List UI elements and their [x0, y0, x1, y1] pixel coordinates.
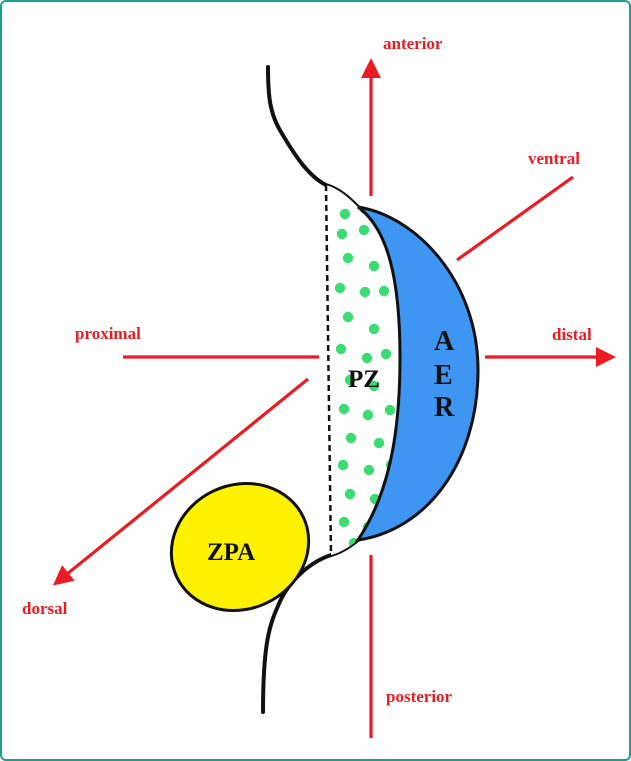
pz-dot: [339, 404, 349, 414]
ventral-label: ventral: [528, 149, 580, 168]
pz-label: PZ: [348, 366, 380, 393]
pz-dot: [362, 353, 372, 363]
pz-dot: [346, 433, 356, 443]
aer-letter-e: E: [434, 360, 453, 391]
pz-dot: [385, 405, 395, 415]
pz-dot: [364, 465, 374, 475]
pz-dot: [345, 489, 355, 499]
pz-dot: [343, 312, 353, 322]
aer-letter-a: A: [434, 326, 455, 357]
anterior-label: anterior: [383, 34, 443, 53]
pz-dot: [338, 460, 348, 470]
pz-dot: [336, 344, 346, 354]
posterior-label: posterior: [386, 687, 453, 706]
pz-dot: [359, 225, 369, 235]
zpa-label: ZPA: [207, 539, 255, 566]
pz-dot: [339, 517, 349, 527]
pz-dot: [363, 410, 373, 420]
proximal-label: proximal: [75, 324, 141, 343]
aer-letter-r: R: [434, 392, 455, 423]
distal-label: distal: [552, 325, 592, 344]
dorsal-label: dorsal: [22, 599, 68, 618]
pz-dot: [343, 253, 353, 263]
pz-dot: [335, 283, 345, 293]
pz-dot: [360, 287, 370, 297]
pz-dot: [369, 324, 379, 334]
pz-dot: [337, 229, 347, 239]
pz-dot: [379, 286, 389, 296]
pz-dot: [381, 349, 391, 359]
pz-dot: [374, 438, 384, 448]
pz-dot: [340, 209, 350, 219]
ventral-axis-line: [457, 177, 573, 260]
pz-dot: [369, 261, 379, 271]
